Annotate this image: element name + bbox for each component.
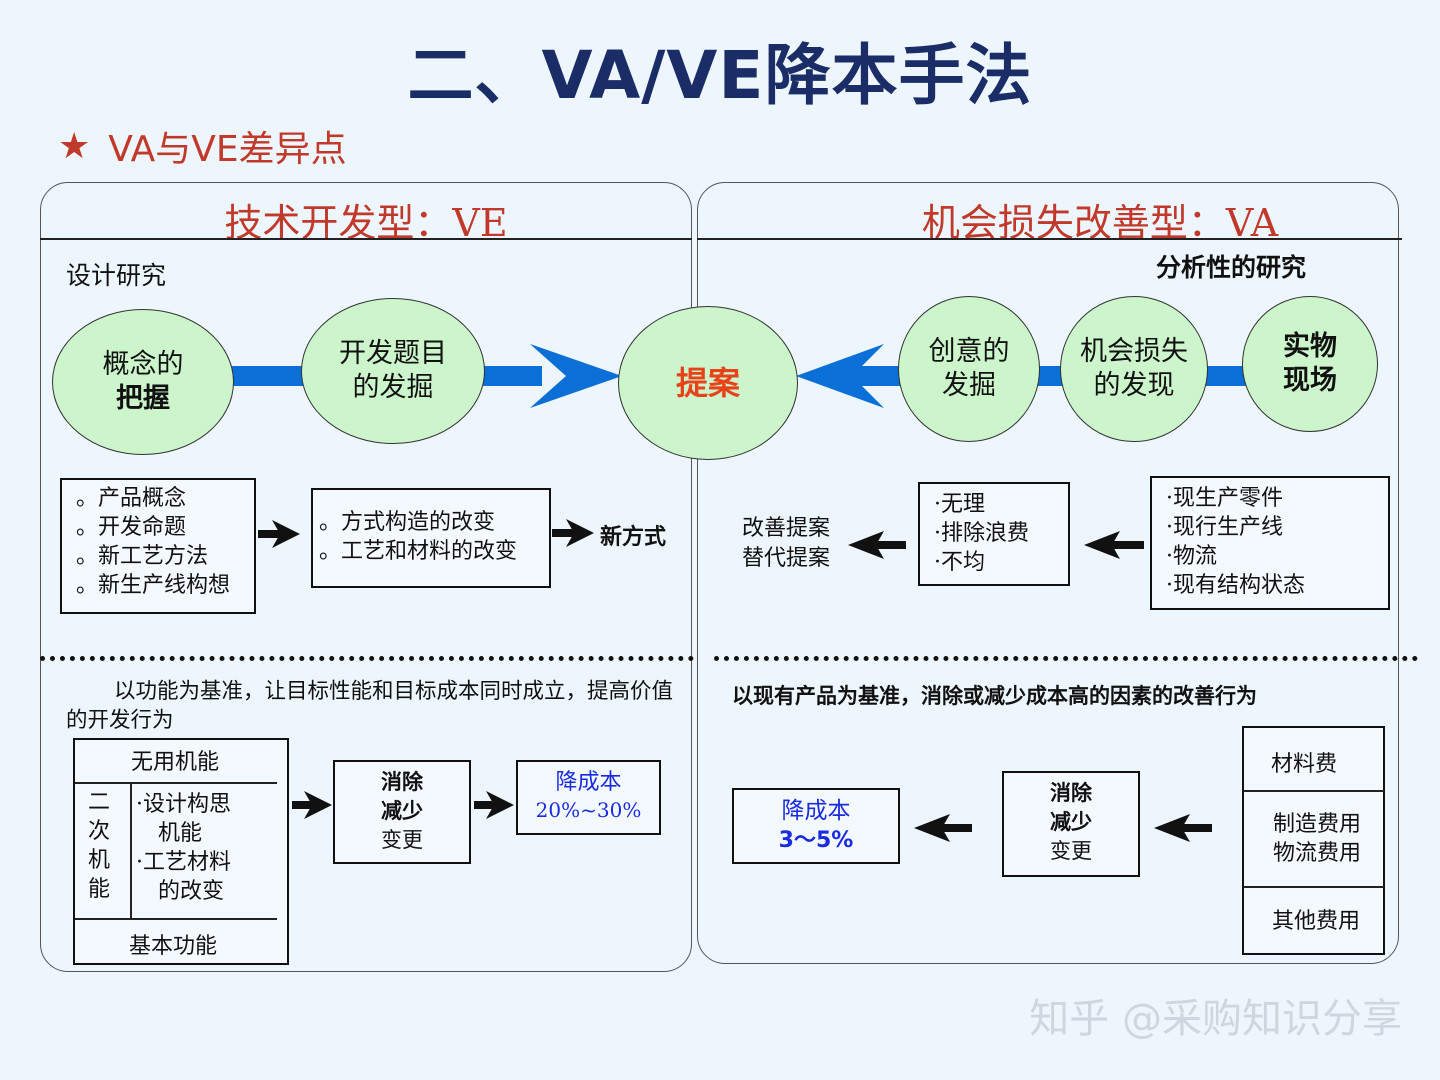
analysis-research-label: 分析性的研究	[1156, 253, 1307, 282]
va-current-box: ·现生产零件 ·现行生产线 ·物流 ·现有结构状态	[1150, 476, 1390, 610]
design-research-label: 设计研究	[66, 261, 167, 290]
ve-flow-arrowhead	[530, 344, 622, 408]
new-method-label: 新方式	[600, 525, 667, 550]
black-arrow-8	[1154, 814, 1212, 842]
circle-idea: 创意的发掘	[898, 296, 1040, 442]
list-item: 。产品概念	[76, 486, 187, 511]
va-result-box: 降成本 3～5%	[732, 788, 900, 864]
table-line-1	[75, 782, 277, 784]
basic-function: 基本功能	[128, 934, 217, 959]
cost-line-2	[1243, 886, 1384, 888]
va-flow-arrowhead	[796, 344, 884, 408]
va-action-box: 消除 减少 变更	[1002, 771, 1140, 877]
list-item: 。开发命题	[76, 515, 187, 540]
circle-opportunity: 机会损失的发现	[1060, 296, 1208, 442]
va-proposal-text: 改善提案 替代提案	[742, 516, 831, 571]
black-arrow-7	[914, 814, 972, 842]
subtitle: ★ VA与VE差异点	[58, 120, 347, 172]
list-item: 。新工艺方法	[76, 544, 209, 569]
function-table	[73, 738, 289, 965]
black-arrow-5	[848, 531, 906, 559]
useless-function: 无用机能	[130, 750, 219, 775]
va-header-divider	[697, 238, 1402, 240]
ve-list-box-1: 。产品概念 。开发命题 。新工艺方法 。新生产线构想	[60, 478, 256, 614]
list-item: ·排除浪费	[934, 521, 1029, 546]
ve-list-box-2: 。方式构造的改变 。工艺和材料的改变	[311, 488, 551, 588]
circle-proposal: 提案	[618, 306, 798, 460]
circle-dev-topic: 开发题目的发掘	[301, 298, 485, 444]
list-item: ·不均	[934, 550, 985, 575]
secondary-function: 二次机能	[88, 790, 111, 902]
black-arrow-6	[1084, 531, 1144, 559]
ve-action-box: 消除 减少 变更	[333, 760, 471, 864]
list-item: ·物流	[1166, 544, 1217, 569]
list-item: ·现有结构状态	[1166, 573, 1305, 598]
list-item: 机能	[158, 821, 203, 846]
page-title: 二、VA/VE降本手法	[407, 37, 1033, 114]
va-header: 机会损失改善型：VA	[921, 201, 1279, 245]
ve-header: 技术开发型：VE	[224, 201, 508, 245]
black-arrow-4	[474, 791, 514, 819]
black-arrow-2	[552, 519, 594, 547]
list-item: 。方式构造的改变	[319, 510, 496, 535]
va-description: 以现有产品为基准，消除或减少成本高的因素的改善行为	[732, 684, 1257, 708]
watermark: 知乎 @采购知识分享	[1029, 996, 1402, 1042]
va-waste-box: ·无理 ·排除浪费 ·不均	[918, 482, 1070, 586]
cost-table	[1242, 726, 1385, 955]
list-item: ·无理	[934, 492, 985, 517]
cost-other: 其他费用	[1271, 909, 1360, 934]
ve-header-divider	[40, 238, 692, 240]
cost-material: 材料费	[1270, 752, 1337, 777]
table-vline	[130, 783, 132, 919]
ve-description: 以功能为基准，让目标性能和目标成本同时成立，提高价值的开发行为	[66, 679, 674, 733]
list-item: 的改变	[158, 879, 225, 904]
ve-result-box: 降成本 20%~30%	[516, 760, 661, 835]
star-icon: ★	[58, 125, 91, 167]
table-line-2	[75, 918, 277, 920]
cost-line-1	[1243, 790, 1384, 792]
subtitle-text: VA与VE差异点	[108, 129, 347, 170]
list-item: ·现行生产线	[1166, 515, 1283, 540]
black-arrow-3	[292, 791, 332, 819]
va-dotted-divider	[714, 656, 1418, 661]
ve-dotted-divider	[40, 656, 694, 661]
secondary-items: ·设计构思 机能 ·工艺材料 的改变	[136, 790, 231, 906]
black-arrow-1	[258, 520, 300, 548]
circle-site: 实物现场	[1242, 296, 1378, 432]
circle-concept: 概念的把握	[52, 309, 234, 455]
list-item: 。新生产线构想	[76, 573, 231, 598]
list-item: 。工艺和材料的改变	[319, 539, 518, 564]
cost-manufacturing: 制造费用 物流费用	[1272, 812, 1361, 866]
list-item: ·工艺材料	[136, 850, 231, 875]
list-item: ·设计构思	[136, 792, 231, 817]
list-item: ·现生产零件	[1166, 486, 1283, 511]
